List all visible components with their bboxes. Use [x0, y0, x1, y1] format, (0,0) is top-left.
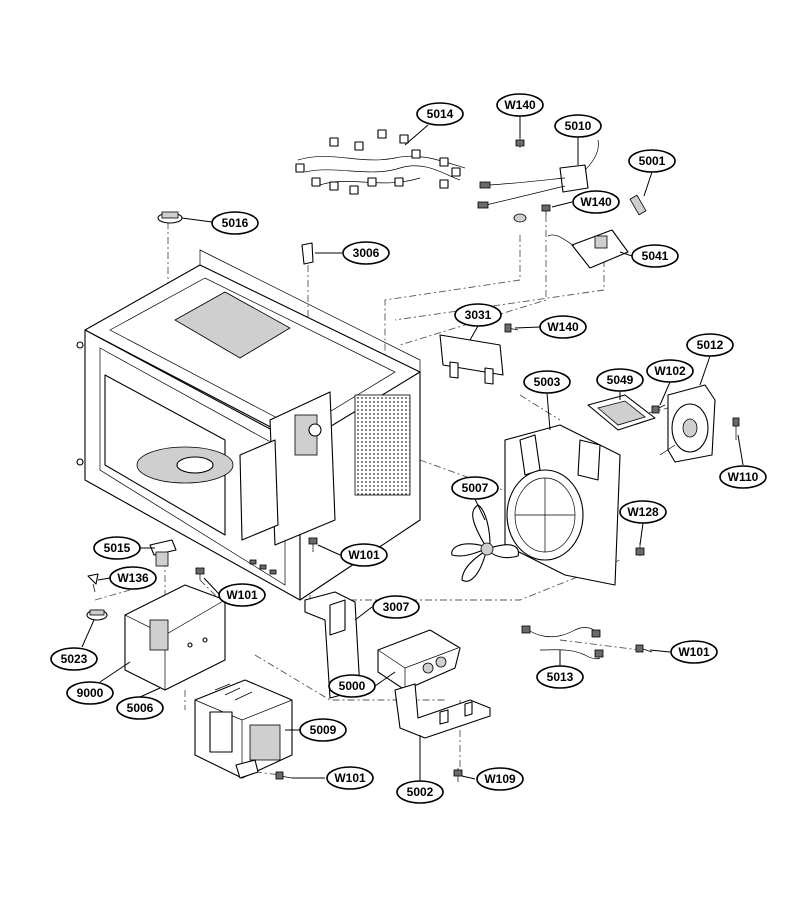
callout-3006: 3006	[342, 241, 390, 265]
callout-label: W101	[678, 645, 710, 659]
bracket-5002	[394, 683, 491, 739]
hv-bracket-5006	[124, 584, 226, 691]
fan-motor-5012	[659, 384, 716, 463]
callout-5049: 5049	[596, 368, 644, 392]
bracket-3031	[439, 323, 519, 385]
screw-w101-bottom	[275, 771, 293, 780]
latch-3006	[301, 242, 314, 265]
screw-w101-left	[195, 567, 205, 580]
callout-label: 5015	[104, 541, 131, 555]
shield-3007	[304, 591, 361, 699]
screw-w140-top	[513, 138, 527, 223]
part-5049	[587, 394, 656, 431]
callout-label: 5012	[697, 338, 724, 352]
callout-w110: W110	[719, 465, 767, 489]
callout-w136: W136	[109, 566, 157, 590]
callout-5009: 5009	[299, 718, 347, 742]
callout-label: W102	[654, 364, 686, 378]
callout-label: 3006	[353, 246, 380, 260]
callout-5012: 5012	[686, 333, 734, 357]
callout-5013: 5013	[536, 665, 584, 689]
callout-label: 5014	[427, 107, 454, 121]
callout-w101-left: W101	[218, 583, 266, 607]
callout-5003: 5003	[523, 370, 571, 394]
callout-5010: 5010	[554, 114, 602, 138]
leader-lines	[81, 116, 744, 781]
callout-w109: W109	[476, 767, 524, 791]
callout-label: W140	[504, 98, 536, 112]
callout-label: 5001	[639, 154, 666, 168]
callout-5006: 5006	[116, 696, 164, 720]
callout-w102: W102	[646, 359, 694, 383]
oven-cavity	[76, 249, 421, 601]
callout-label: 3031	[465, 308, 492, 322]
callout-w140-mid: W140	[572, 190, 620, 214]
callout-5016: 5016	[211, 211, 259, 235]
thermostat-5023	[86, 609, 108, 621]
callout-label: W101	[334, 771, 366, 785]
callout-5001: 5001	[628, 149, 676, 173]
callout-label: 5007	[462, 481, 489, 495]
callout-label: 5041	[642, 249, 669, 263]
callout-label: 5013	[547, 670, 574, 684]
callout-label: W140	[547, 320, 579, 334]
callout-w140-top: W140	[496, 93, 544, 117]
callout-5002: 5002	[396, 780, 444, 804]
callout-label: 5002	[407, 785, 434, 799]
callout-label: W110	[728, 470, 759, 484]
callout-label: W101	[348, 548, 380, 562]
callout-5023: 5023	[50, 647, 98, 671]
callout-label: W136	[117, 571, 149, 585]
screw-w136	[87, 573, 99, 593]
callout-label: 5006	[127, 701, 154, 715]
wire-harness-5014	[295, 129, 466, 195]
fan-duct-5003	[504, 424, 621, 586]
fan-blade-5007	[451, 504, 519, 582]
screw-w110	[732, 417, 740, 440]
thermostat-5016	[157, 211, 183, 224]
capacitor-5000	[377, 629, 461, 691]
callout-w140-right: W140	[539, 315, 587, 339]
callout-label: W140	[580, 195, 612, 209]
callout-label: 5009	[310, 723, 337, 737]
screw-w109	[453, 768, 463, 782]
thermostat-5015	[149, 539, 177, 567]
wire-5013	[521, 625, 604, 660]
fuse-5001	[629, 194, 647, 216]
callout-label: 5023	[61, 652, 88, 666]
callout-5007: 5007	[451, 476, 499, 500]
callout-label: 5000	[339, 679, 366, 693]
screw-w102	[651, 404, 666, 414]
callout-label: 5010	[565, 119, 592, 133]
callout-5000: 5000	[328, 674, 376, 698]
callout-label: 5049	[607, 373, 634, 387]
callout-3031: 3031	[454, 303, 502, 327]
callout-label: 9000	[77, 686, 104, 700]
callout-w128: W128	[619, 500, 667, 524]
callout-9000: 9000	[66, 681, 114, 705]
callout-w101-center: W101	[340, 543, 388, 567]
noise-filter-board-5041	[547, 229, 629, 269]
callout-5041: 5041	[631, 244, 679, 268]
callout-label: 5016	[222, 216, 249, 230]
callout-w101-bottom: W101	[326, 766, 374, 790]
magnetron-5009	[194, 679, 293, 779]
callout-w101-right: W101	[670, 640, 718, 664]
callout-label: 5003	[534, 375, 561, 389]
callout-label: W109	[484, 772, 516, 786]
lead-wire-5010	[477, 139, 599, 209]
callout-3007: 3007	[372, 595, 420, 619]
screw-w101-right	[635, 644, 653, 653]
screw-w101-center	[308, 537, 318, 552]
callout-5014: 5014	[416, 102, 464, 126]
screw-w140-mid	[541, 204, 551, 215]
callout-label: W101	[226, 588, 258, 602]
callout-5015: 5015	[93, 536, 141, 560]
callout-label: W128	[627, 505, 659, 519]
callout-label: 3007	[383, 600, 410, 614]
